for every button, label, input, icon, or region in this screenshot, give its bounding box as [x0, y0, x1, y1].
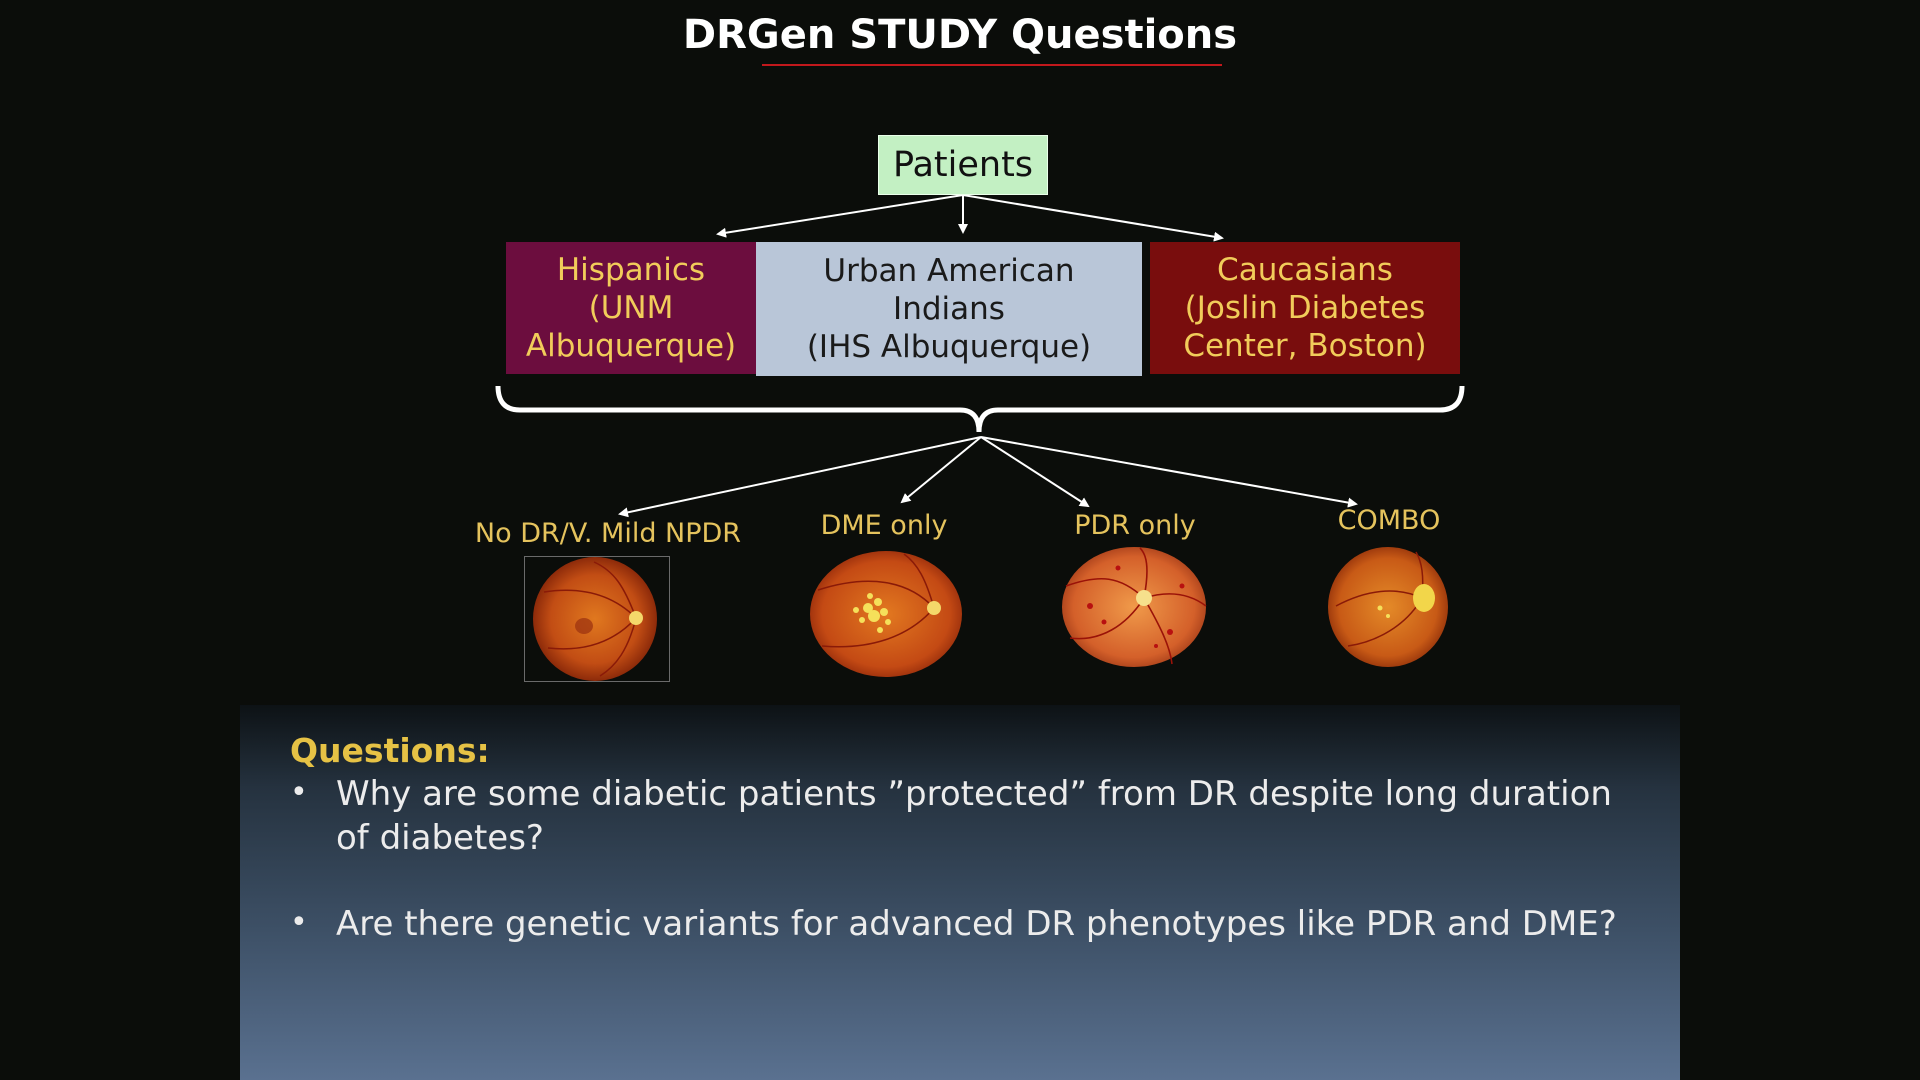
- group-line: Hispanics: [556, 252, 706, 288]
- group-line: (Joslin Diabetes: [1184, 290, 1426, 326]
- group-line: Urban American: [823, 253, 1075, 289]
- group-line: Center, Boston): [1183, 328, 1427, 364]
- arrow-to-caucasians: [962, 194, 1224, 242]
- arrow-to-hispanics: [716, 194, 964, 238]
- retina-dme-image: [810, 551, 962, 677]
- title-underline: [762, 64, 1222, 66]
- group-box-caucasians: Caucasians (Joslin Diabetes Center, Bost…: [1150, 242, 1460, 374]
- group-line: (IHS Albuquerque): [806, 329, 1092, 365]
- group-line: (UNM: [588, 290, 674, 326]
- question-item: Are there genetic variants for advanced …: [336, 904, 1617, 944]
- question-item: Why are some diabetic patients ”protecte…: [336, 774, 1612, 858]
- questions-heading: Questions:: [290, 731, 490, 770]
- retina-normal-image: [524, 556, 670, 682]
- arrow-to-combo: [980, 436, 1358, 508]
- group-line: Indians: [893, 291, 1005, 327]
- diagram-connectors: [495, 194, 1465, 518]
- group-box-urban-american-indians: Urban American Indians (IHS Albuquerque): [756, 242, 1142, 376]
- bullet-icon: •: [290, 775, 308, 810]
- bullet-icon: •: [290, 905, 308, 940]
- group-line: Albuquerque): [525, 328, 737, 364]
- category-label-combo: COMBO: [1337, 505, 1441, 536]
- patients-box: Patients: [878, 135, 1048, 195]
- group-line: Caucasians: [1217, 252, 1393, 288]
- retina-pdr-image: [1062, 547, 1207, 667]
- category-label-dme-only: DME only: [820, 510, 948, 541]
- category-label-no-dr: No DR/V. Mild NPDR: [474, 518, 742, 549]
- arrow-to-no-dr: [618, 436, 982, 518]
- category-label-pdr-only: PDR only: [1074, 510, 1196, 541]
- slide-title: DRGen STUDY Questions: [682, 12, 1238, 58]
- retina-combo-image: [1328, 547, 1448, 667]
- group-brace: [495, 385, 1465, 433]
- arrow-to-pdr-only: [980, 436, 1090, 508]
- arrow-to-dme-only: [900, 436, 982, 504]
- questions-panel: Questions: • Why are some diabetic patie…: [240, 705, 1680, 1080]
- group-box-hispanics: Hispanics (UNM Albuquerque): [506, 242, 756, 374]
